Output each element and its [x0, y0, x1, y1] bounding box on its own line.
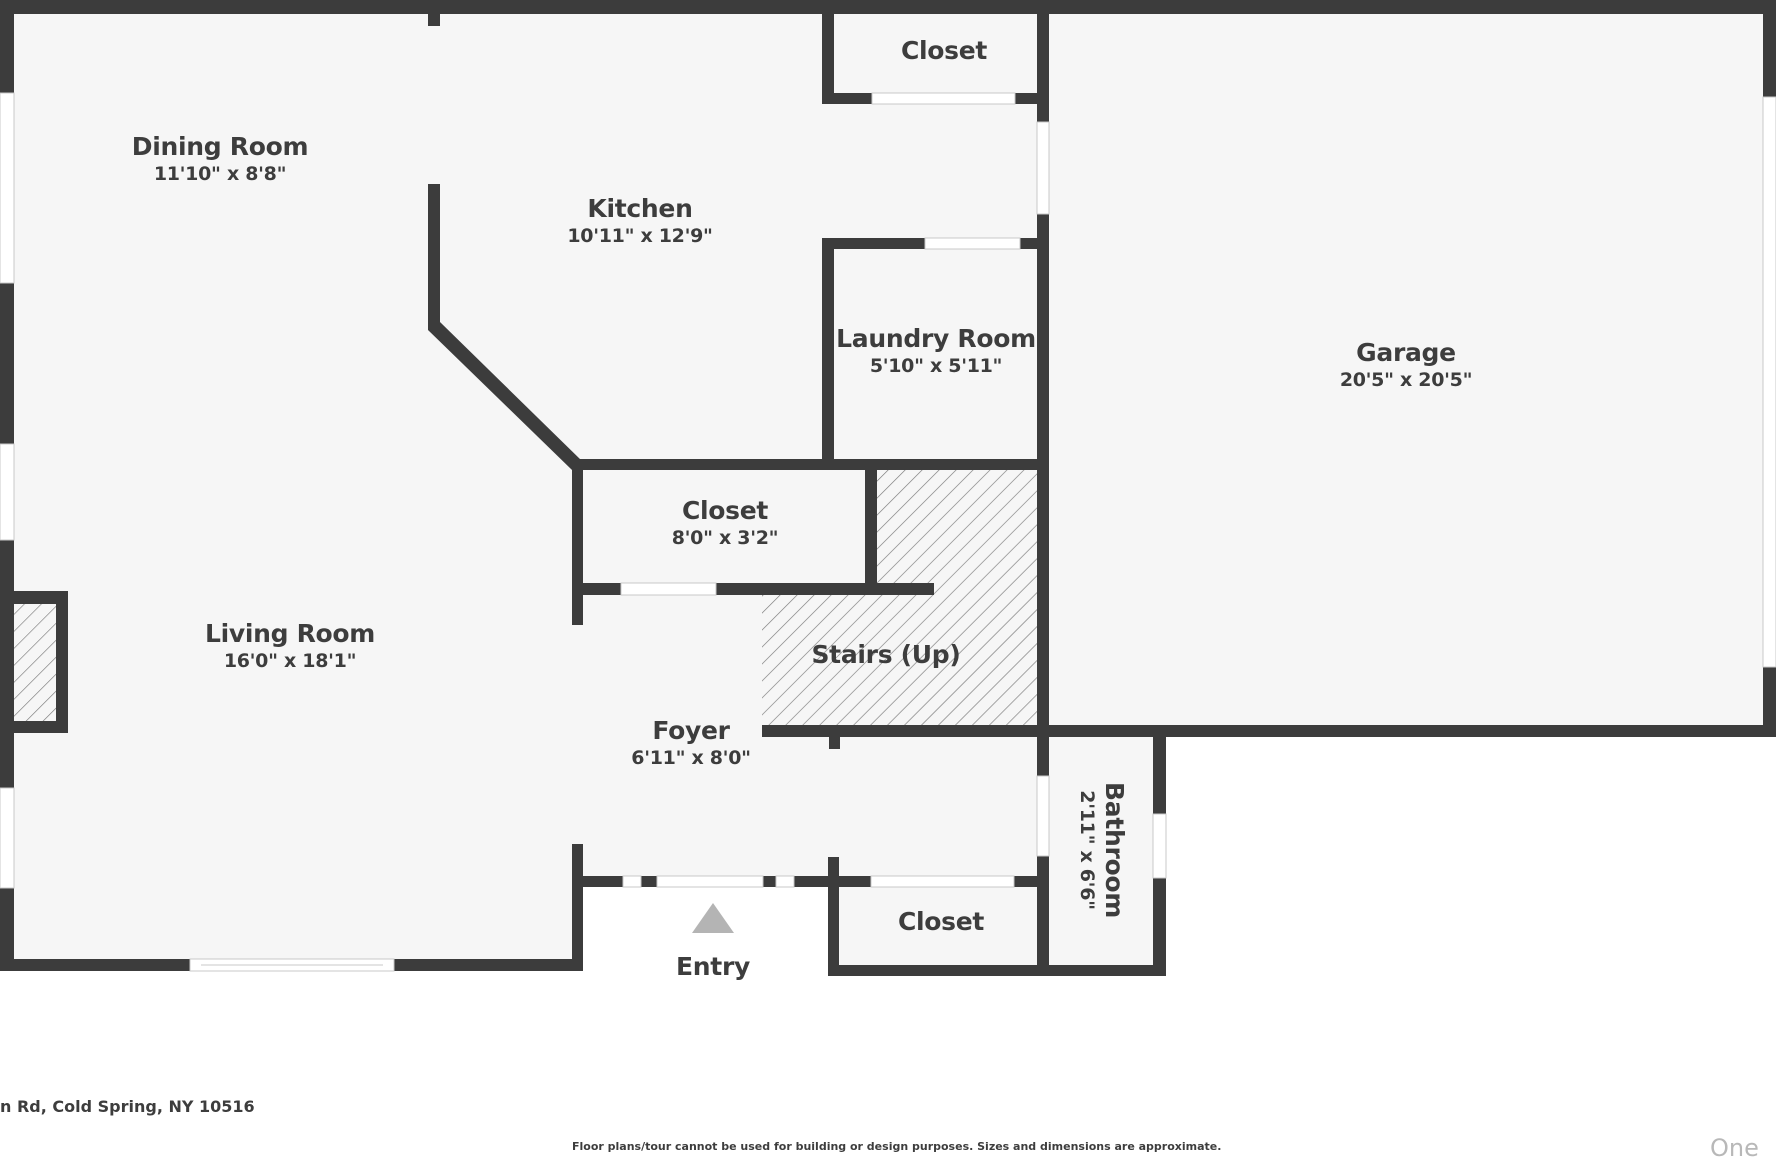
sidelight-right: [775, 875, 795, 888]
fireplace: [14, 591, 68, 733]
door-bathroom: [1036, 775, 1050, 857]
room-living-room: Living Room 16'0" x 18'1": [205, 619, 375, 673]
room-dining-room: Dining Room 11'10" x 8'8": [131, 132, 309, 186]
window-bathroom: [1152, 813, 1167, 879]
room-name: Closet: [681, 496, 769, 525]
property-address: n Rd, Cold Spring, NY 10516: [0, 1097, 255, 1116]
room-dimensions: 2'11" x 6'6": [1076, 790, 1098, 910]
room-bathroom: Bathroom 2'11" x 6'6": [1075, 782, 1129, 918]
room-closet-top: Closet: [901, 36, 987, 66]
brand-logo: One: [1710, 1134, 1759, 1162]
window-living-west-upper: [0, 443, 15, 541]
room-dimensions: 11'10" x 8'8": [153, 163, 287, 185]
room-dimensions: 8'0" x 3'2": [671, 527, 779, 549]
disclaimer-text: Floor plans/tour cannot be used for buil…: [572, 1140, 1222, 1153]
floor-areas: [14, 14, 1763, 977]
room-dimensions: 20'5" x 20'5": [1339, 369, 1473, 391]
room-closet-middle: Closet 8'0" x 3'2": [672, 496, 779, 550]
room-dimensions: 6'11" x 8'0": [631, 747, 751, 769]
room-garage: Garage 20'5" x 20'5": [1339, 338, 1473, 392]
room-name: Kitchen: [587, 194, 693, 223]
window-dining-west: [0, 92, 15, 284]
room-name: Garage: [1356, 338, 1456, 367]
openings: [0, 92, 1776, 972]
door-closet-middle: [620, 582, 717, 596]
room-name: Living Room: [204, 619, 376, 648]
room-name: Laundry Room: [836, 324, 1036, 353]
room-closet-bottom: Closet: [898, 907, 984, 937]
room-name: Closet: [897, 907, 985, 936]
room-dimensions: 16'0" x 18'1": [223, 650, 357, 672]
stairs-hatch: [762, 470, 1037, 725]
room-laundry-room: Laundry Room 5'10" x 5'11": [836, 324, 1036, 378]
entry-label: Entry: [676, 952, 750, 982]
room-dimensions: 10'11" x 12'9": [567, 225, 713, 247]
window-living-west-lower: [0, 787, 15, 889]
room-kitchen: Kitchen 10'11" x 12'9": [567, 194, 713, 248]
door-entry: [656, 875, 764, 888]
entry-arrow-icon: [692, 903, 734, 933]
door-closet-bottom: [870, 875, 1015, 888]
door-closet-top: [871, 92, 1016, 105]
room-name: Bathroom: [1100, 781, 1129, 919]
room-name: Entry: [676, 952, 750, 981]
room-stairs: Stairs (Up): [811, 640, 960, 670]
room-name: Dining Room: [131, 132, 309, 161]
door-garage: [1762, 96, 1776, 668]
room-foyer: Foyer 6'11" x 8'0": [631, 716, 751, 770]
room-name: Closet: [900, 36, 988, 65]
room-dimensions: 5'10" x 5'11": [869, 355, 1003, 377]
door-kitchen-garage: [1036, 121, 1050, 215]
sidelight-left: [622, 875, 642, 888]
room-name: Foyer: [652, 716, 730, 745]
door-laundry: [924, 237, 1021, 250]
room-name: Stairs (Up): [811, 640, 961, 669]
